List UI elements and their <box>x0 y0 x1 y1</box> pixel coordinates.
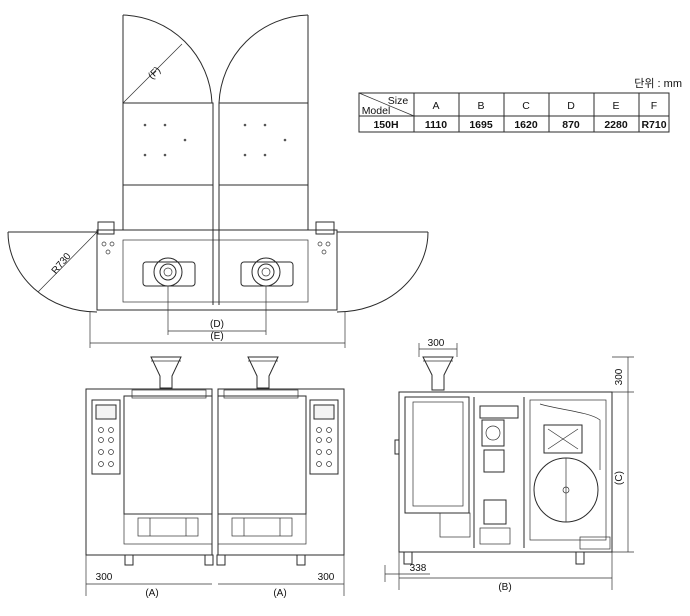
side-forming-panel <box>412 401 464 507</box>
side-forming-section <box>404 396 470 514</box>
table-header-b: B <box>477 100 484 112</box>
side-legs <box>403 551 585 565</box>
side-top-clearance: 300 <box>614 368 625 385</box>
table-value-c: 1620 <box>514 119 538 131</box>
table-header-f: F <box>651 100 657 112</box>
left-upper-panel <box>122 102 214 186</box>
side-film-roll-section <box>529 399 607 541</box>
side-depth-label: (B) <box>498 582 511 593</box>
table-value-a: 1110 <box>425 119 447 131</box>
table-value-b: 1695 <box>469 119 493 131</box>
left-door-arc <box>122 14 213 104</box>
table-header-e: E <box>612 100 619 112</box>
right-control-panel <box>309 399 339 475</box>
table-diagonal <box>358 92 415 117</box>
side-door-radius-line <box>37 231 98 293</box>
door-radius-label: (F) <box>146 65 163 82</box>
left-sealing-unit <box>123 513 213 545</box>
front-left-width-label: (A) <box>145 588 158 599</box>
side-height-label: (C) <box>614 471 625 485</box>
side-front-offset: 338 <box>410 563 427 574</box>
table-header-a: A <box>432 100 439 112</box>
lower-body-outline <box>96 229 338 311</box>
right-machine-body <box>217 395 307 515</box>
right-upper-panel <box>218 102 309 186</box>
table-value-d: 870 <box>562 119 580 131</box>
front-right-clearance: 300 <box>318 572 335 583</box>
left-side-door-arc <box>7 231 98 313</box>
left-top-plate <box>131 389 207 399</box>
table-value-f: R710 <box>641 119 666 131</box>
right-side-door-arc <box>336 231 429 313</box>
table-border <box>358 92 670 133</box>
side-view: 300 300 (C) 338 (B) <box>384 338 634 593</box>
panel-bolts <box>143 123 287 157</box>
left-hopper <box>150 356 182 389</box>
side-machine-frame <box>398 391 613 553</box>
table-header-d: D <box>567 100 575 112</box>
table-model-label: Model <box>362 105 391 117</box>
dim-d-label: (D) <box>210 319 224 330</box>
side-base-bracket <box>579 536 611 550</box>
side-drive-assembly <box>479 405 519 545</box>
dim-e-label: (E) <box>210 331 223 342</box>
right-side-fixture <box>315 221 335 255</box>
right-door-arc <box>218 14 309 104</box>
top-view: (F) <box>7 14 429 348</box>
door-radius-line <box>122 43 183 104</box>
left-control-panel <box>91 399 121 475</box>
table-value-e: 2280 <box>604 119 628 131</box>
side-hopper <box>422 356 454 391</box>
side-door-handle <box>394 439 400 455</box>
spec-table: 단위 : mm Size Model A B C D E F 150H 1110… <box>358 77 682 133</box>
table-size-label: Size <box>388 95 409 107</box>
lower-inner-frame <box>122 239 309 303</box>
side-door-radius-label: R730 <box>50 251 74 277</box>
front-right-width-label: (A) <box>273 588 286 599</box>
side-discharge-chute <box>439 512 471 538</box>
unit-label: 단위 : mm <box>634 77 682 90</box>
front-legs <box>124 554 306 566</box>
right-hopper <box>247 356 279 389</box>
right-bearing-block <box>240 257 294 287</box>
right-sealing-unit <box>217 513 307 545</box>
table-header-c: C <box>522 100 530 112</box>
table-model-value: 150H <box>373 119 398 131</box>
left-bearing-block <box>142 257 196 287</box>
left-machine-body <box>123 395 213 515</box>
left-side-fixture <box>97 221 115 255</box>
front-view: 300 (A) (A) 300 <box>85 356 345 599</box>
front-left-clearance: 300 <box>96 572 113 583</box>
right-top-plate <box>223 389 299 399</box>
side-top-offset: 300 <box>428 338 445 349</box>
